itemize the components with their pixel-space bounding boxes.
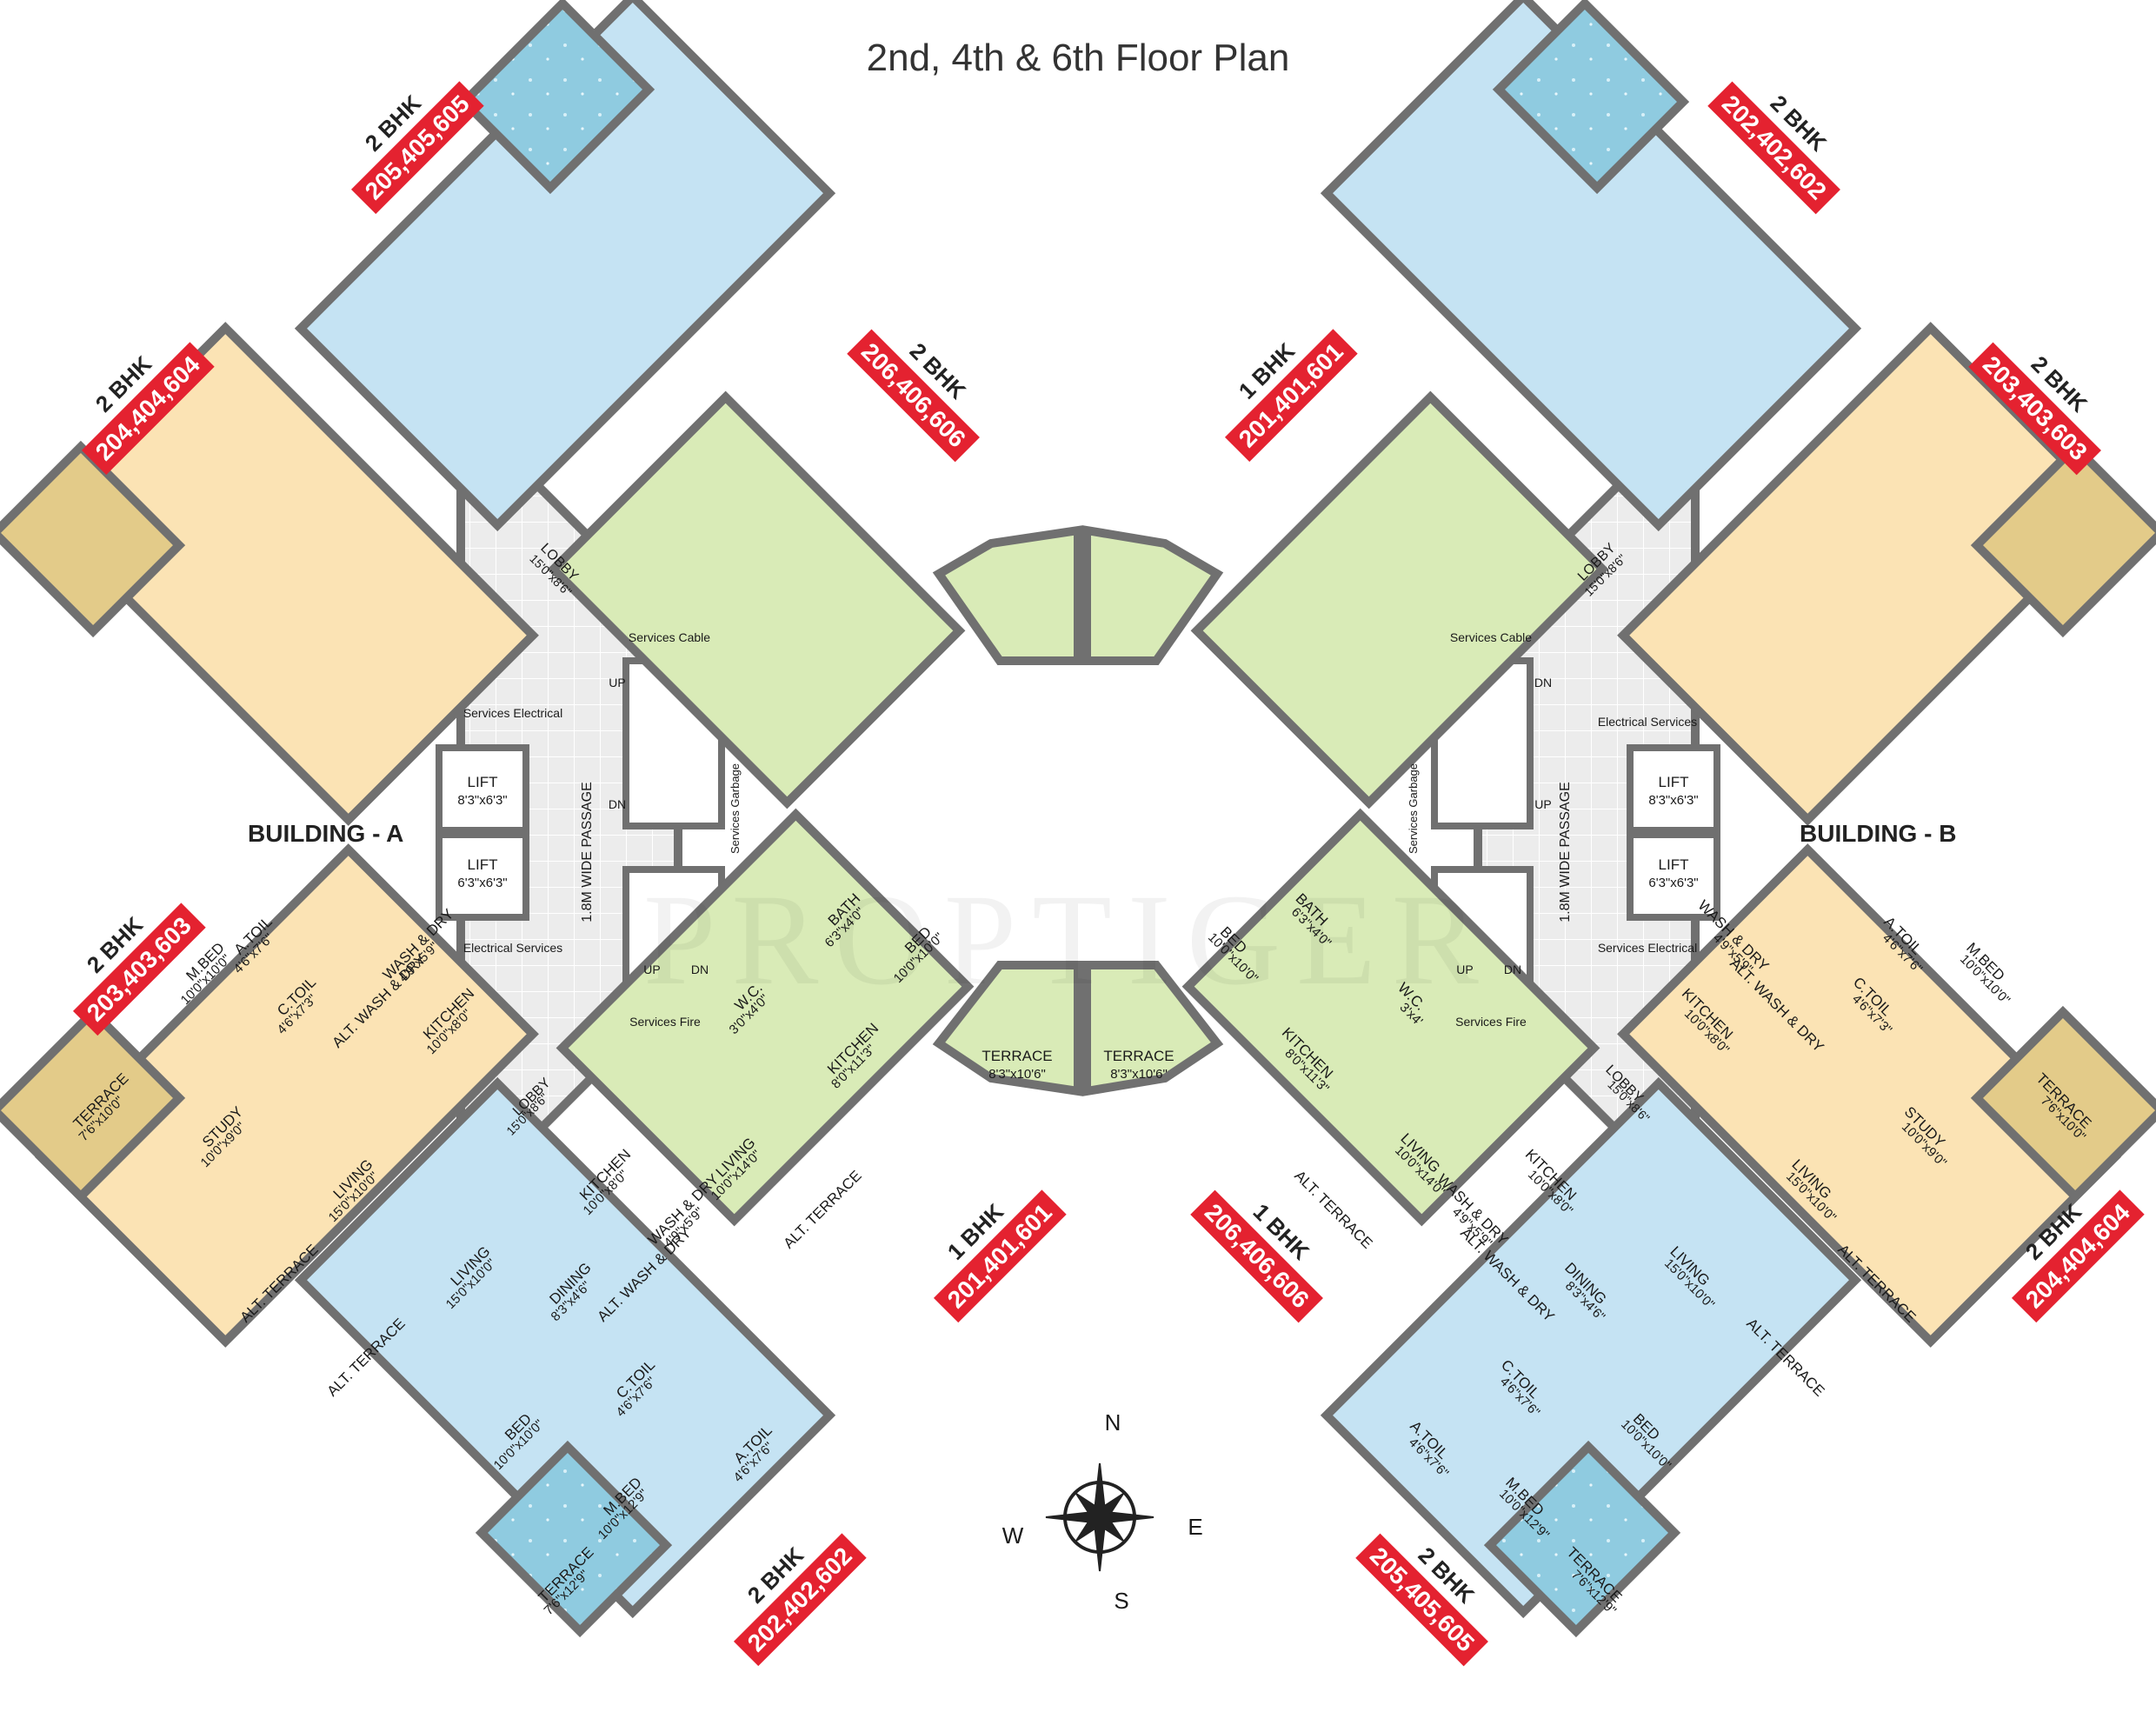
building-a-label: BUILDING - A [248,820,404,847]
room-name: TERRACE [1103,1048,1174,1064]
lift-size: 6'3"x6'3" [457,876,507,890]
terrace-south-a [932,961,1082,1096]
lift-size: 8'3"x6'3" [1648,793,1698,808]
unit-1bhk-sw [556,808,975,1227]
passage-label: 1.8M WIDE PASSAGE [580,782,595,923]
unit-1bhk-se [1181,808,1600,1227]
compass-w: W [1002,1522,1024,1549]
lift-a-2 [436,831,529,921]
lift-label: LIFT [468,856,498,873]
room-size: 8'3"x10'6" [1110,1067,1168,1082]
unit-1bhk-ne [1190,390,1609,809]
stair-up: UP [1534,797,1551,811]
lift-a-1 [436,744,529,834]
unit-2bhk-peach-a-south [35,843,539,1348]
passage-label: 1.8M WIDE PASSAGE [1558,782,1573,923]
stair-up: UP [643,963,660,976]
lift-b-2 [1627,831,1720,921]
stair-dn: DN [691,963,709,976]
terrace-tan [1970,440,2156,638]
services-label: Electrical Services [1598,715,1697,729]
terrace-north-a [932,525,1082,665]
terrace-south-b [1082,961,1224,1096]
unit-1bhk-nw [547,390,966,809]
compass-n: N [1105,1409,1121,1436]
terrace-tan [0,1005,186,1203]
unit-2bhk-blue-b-south [1320,1076,1862,1619]
stair-up: UP [609,676,625,689]
plan-shapes [0,0,2156,1638]
lift-b-1 [1627,744,1720,834]
services-label: Services Electrical [1598,941,1697,955]
room-name: TERRACE [982,1048,1052,1064]
terrace-teal [457,0,655,195]
compass-ring [1063,1481,1136,1554]
room-name: ALT. TERRACE [781,1168,865,1252]
unit-2bhk-blue-b-north [1320,0,1862,532]
compass-e: E [1188,1514,1202,1540]
terrace-north-b [1082,525,1224,665]
lift-label: LIFT [1659,856,1689,873]
page-title: 2nd, 4th & 6th Floor Plan [866,37,1290,79]
terrace-tan [0,440,186,638]
services-label: Services Cable [1450,630,1532,644]
compass-s: S [1114,1588,1128,1614]
lift-label: LIFT [468,774,498,790]
lift-size: 6'3"x6'3" [1648,876,1698,890]
stair-b-upper [1431,657,1534,829]
terrace-teal [1492,0,1690,195]
services-label: Services Garbage [729,763,742,854]
terrace-teal [475,1440,673,1638]
lift-size: 8'3"x6'3" [457,793,507,808]
services-label: Services Cable [629,630,710,644]
room-size: 8'3"x10'6" [988,1067,1046,1082]
services-label: Electrical Services [463,941,562,955]
stair-dn: DN [1504,963,1521,976]
services-label: Services Electrical [463,706,562,720]
lift-label: LIFT [1659,774,1689,790]
stair-dn: DN [1534,676,1552,689]
terrace-tan [1970,1005,2156,1203]
stair-dn: DN [609,797,626,811]
compass-rose-icon [1045,1462,1155,1572]
watermark: PROPTIGER [643,868,1494,1012]
stair-up: UP [1456,963,1473,976]
services-label: Services Fire [629,1015,701,1029]
services-label: Services Garbage [1407,763,1420,854]
terrace-teal [1483,1440,1681,1638]
services-label: Services Fire [1455,1015,1527,1029]
unit-2bhk-blue-a-north [294,0,836,532]
building-b-label: BUILDING - B [1800,820,1957,847]
